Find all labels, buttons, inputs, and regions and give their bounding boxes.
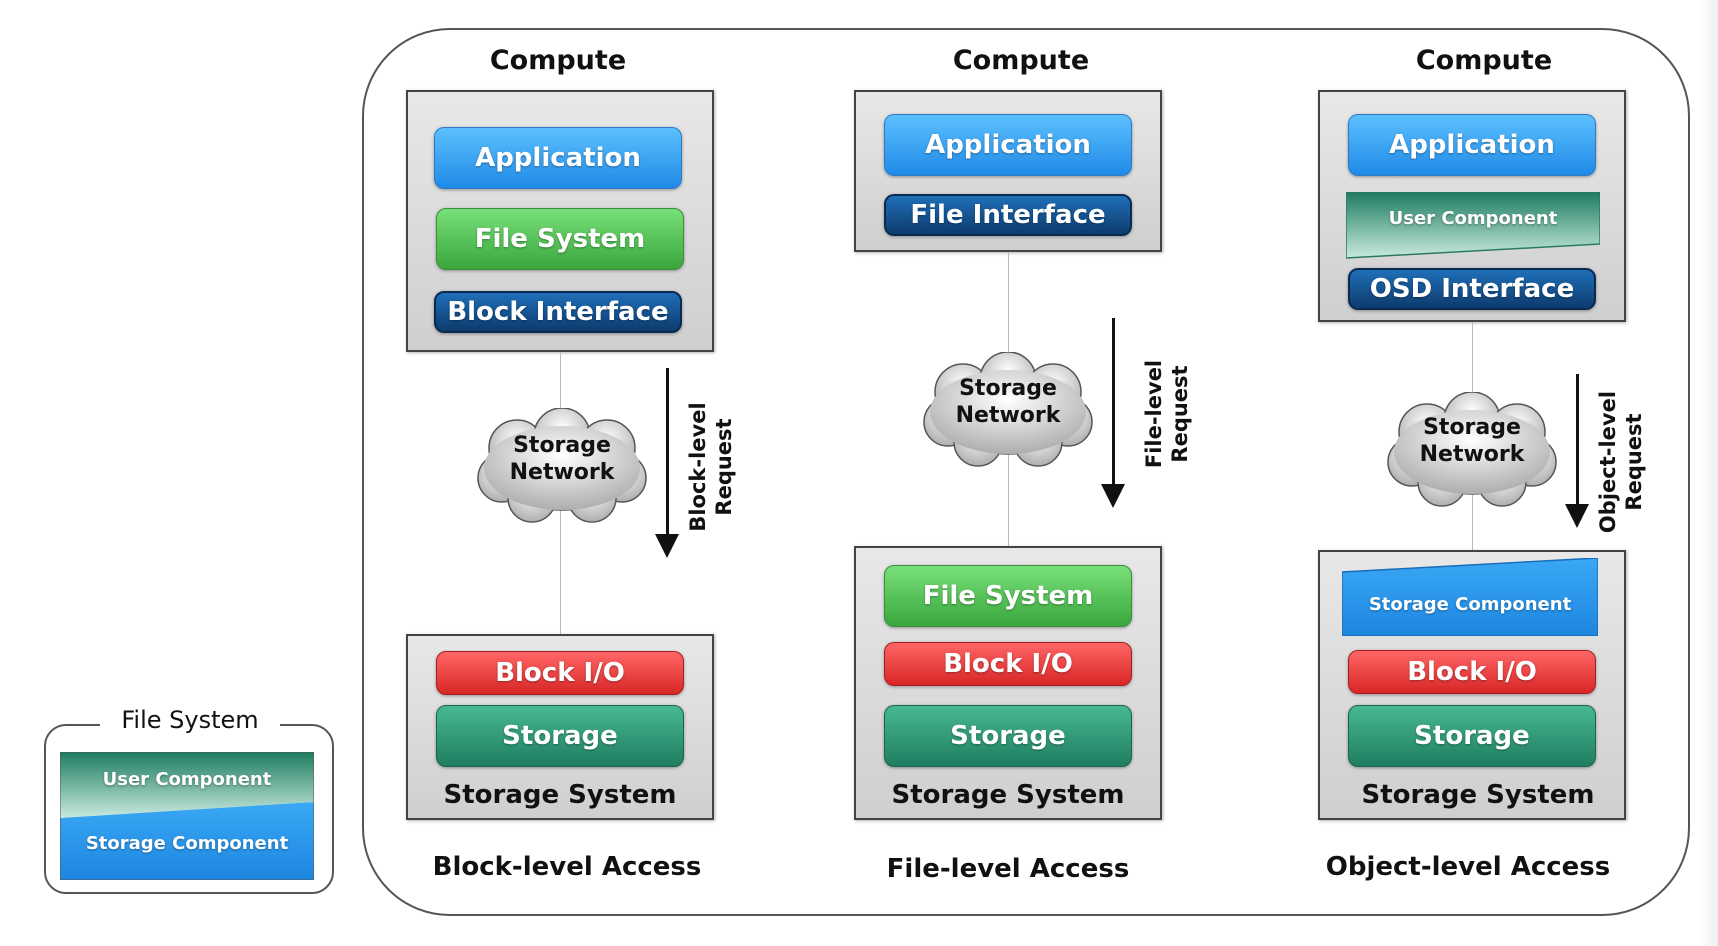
outer-frame xyxy=(362,28,1690,916)
page-edge xyxy=(1700,0,1718,946)
storage-network-cloud-object xyxy=(1387,392,1557,507)
user-component-object: User Component xyxy=(1388,207,1558,229)
request-line-2: Request xyxy=(1168,365,1192,463)
storage-block: Storage xyxy=(436,705,684,767)
network-line-1: Storage xyxy=(959,376,1057,401)
request-arrow-head-block xyxy=(655,534,679,558)
file-system-block: File System xyxy=(436,208,684,270)
legend-title: File System xyxy=(100,706,280,734)
request-label-block: Block-level Request xyxy=(685,387,737,547)
storage-network-label-file: Storage Network xyxy=(923,375,1093,429)
compute-title-file: Compute xyxy=(952,45,1090,76)
request-arrow-head-object xyxy=(1565,504,1589,528)
access-label-object: Object-level Access xyxy=(1325,852,1611,882)
request-arrow-line-block xyxy=(666,368,669,538)
request-line-2: Request xyxy=(712,418,736,516)
network-line-2: Network xyxy=(955,403,1061,428)
storage-network-cloud-file xyxy=(923,352,1093,467)
storage-object: Storage xyxy=(1348,705,1596,767)
request-line-1: Block-level xyxy=(686,402,710,532)
network-line-2: Network xyxy=(1419,442,1525,467)
storage-network-label-block: Storage Network xyxy=(477,432,647,486)
block-io-object: Block I/O xyxy=(1348,650,1596,694)
storage-system-label-object: Storage System xyxy=(1361,780,1595,810)
application-file: Application xyxy=(884,114,1132,176)
storage-component-shape-object xyxy=(1342,558,1598,636)
storage-network-label-object: Storage Network xyxy=(1387,414,1557,468)
block-io-file: Block I/O xyxy=(884,642,1132,686)
request-arrow-line-file xyxy=(1112,318,1115,488)
access-label-block: Block-level Access xyxy=(432,852,702,882)
file-interface: File Interface xyxy=(884,194,1132,236)
legend-swatch xyxy=(60,752,314,880)
osd-interface: OSD Interface xyxy=(1348,268,1596,310)
legend-storage-component: Storage Component xyxy=(85,832,289,854)
request-arrow-head-file xyxy=(1101,484,1125,508)
storage-component-object: Storage Component xyxy=(1368,593,1572,615)
user-component-shape-object xyxy=(1346,192,1600,259)
compute-title-object: Compute xyxy=(1415,45,1553,76)
network-line-2: Network xyxy=(509,460,615,485)
request-arrow-line-object xyxy=(1576,374,1579,514)
storage-network-cloud-block xyxy=(477,408,647,523)
application-block: Application xyxy=(434,127,682,189)
request-label-object: Object-level Request xyxy=(1595,372,1647,552)
request-label-file: File-level Request xyxy=(1141,334,1193,494)
legend-user-component: User Component xyxy=(102,768,272,790)
storage-system-label-block: Storage System xyxy=(443,780,677,810)
file-system-file: File System xyxy=(884,565,1132,627)
request-line-1: File-level xyxy=(1142,359,1166,469)
block-interface: Block Interface xyxy=(434,291,682,333)
compute-title-block: Compute xyxy=(489,45,627,76)
storage-file: Storage xyxy=(884,705,1132,767)
storage-system-label-file: Storage System xyxy=(891,780,1125,810)
application-object: Application xyxy=(1348,114,1596,176)
access-label-file: File-level Access xyxy=(886,854,1130,884)
network-line-1: Storage xyxy=(513,433,611,458)
network-line-1: Storage xyxy=(1423,415,1521,440)
request-line-1: Object-level xyxy=(1596,390,1620,534)
request-line-2: Request xyxy=(1622,413,1646,511)
block-io-block: Block I/O xyxy=(436,651,684,695)
